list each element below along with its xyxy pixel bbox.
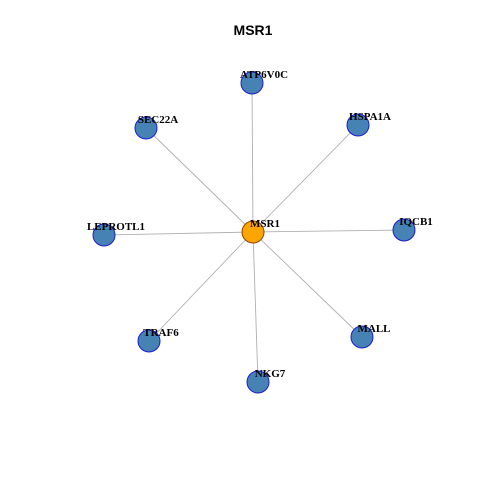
- node-sec22a: SEC22A: [134, 114, 178, 140]
- node-nkg7: NKG7: [246, 368, 286, 394]
- diagram-title: MSR1: [234, 22, 273, 38]
- node-label: TRAF6: [143, 327, 179, 339]
- edge-msr1-traf6: [148, 231, 254, 342]
- node-label: NKG7: [255, 368, 286, 380]
- node-label: LEPROTL1: [87, 221, 145, 233]
- node-circle: [346, 113, 370, 137]
- node-label: MALL: [358, 323, 391, 335]
- node-circle: [92, 223, 116, 247]
- node-label: IQCB1: [399, 216, 433, 228]
- node-iqcb1: IQCB1: [392, 216, 433, 242]
- node-label: MSR1: [250, 218, 280, 230]
- node-circle: [350, 325, 374, 349]
- edge-msr1-atp6v0c: [251, 82, 254, 233]
- node-circle: [246, 370, 270, 394]
- node-hspa1a: HSPA1A: [346, 111, 391, 137]
- node-circle: [392, 218, 416, 242]
- edge-msr1-nkg7: [252, 231, 259, 383]
- edge-msr1-sec22a: [145, 127, 254, 233]
- edge-msr1-mall: [252, 231, 363, 338]
- edge-msr1-leprotl1: [103, 231, 254, 236]
- node-label: HSPA1A: [349, 111, 391, 123]
- node-circle: [134, 116, 158, 140]
- node-label: ATP6V0C: [240, 69, 288, 81]
- node-msr1: MSR1: [241, 218, 280, 244]
- node-atp6v0c: ATP6V0C: [240, 69, 288, 95]
- node-traf6: TRAF6: [137, 327, 179, 353]
- node-circle: [137, 329, 161, 353]
- node-leprotl1: LEPROTL1: [87, 221, 145, 247]
- node-circle: [241, 220, 265, 244]
- edges-layer: [103, 82, 405, 383]
- node-mall: MALL: [350, 323, 391, 349]
- edge-msr1-hspa1a: [252, 124, 359, 233]
- node-label: SEC22A: [138, 114, 178, 126]
- edge-msr1-iqcb1: [252, 229, 405, 233]
- node-circle: [240, 71, 264, 95]
